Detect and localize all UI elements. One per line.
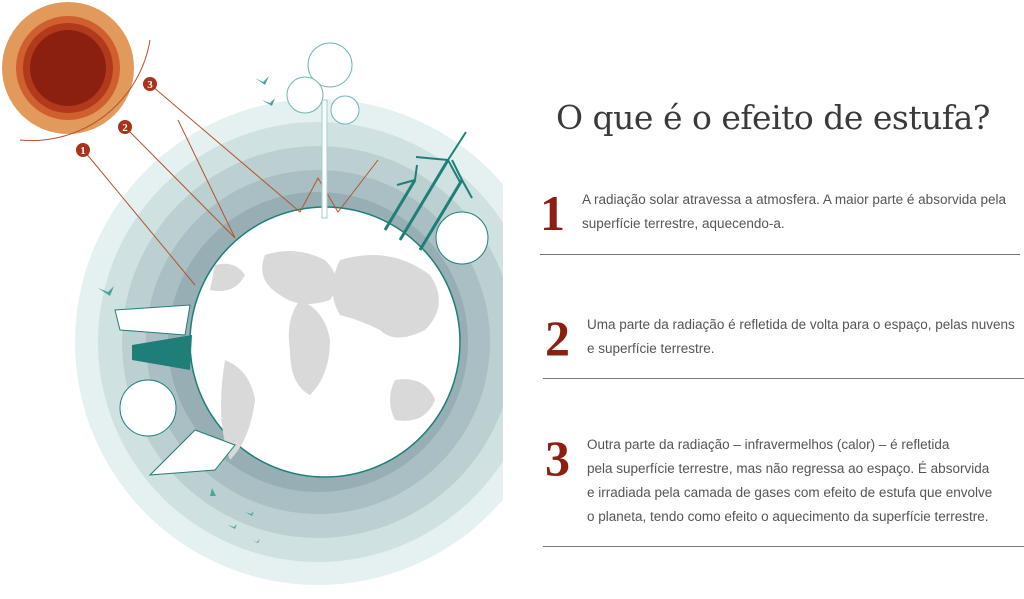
step-line: pela superfície terrestre, mas não regre… <box>587 461 990 476</box>
step-line: Outra parte da radiação – infravermelhos… <box>587 437 950 452</box>
divider <box>540 254 1020 255</box>
step-text: Uma parte da radiação é refletida de vol… <box>587 313 1015 361</box>
step-line: e irradiada pela camada de gases com efe… <box>587 485 993 500</box>
svg-text:3: 3 <box>147 79 153 91</box>
page-title: O que é o efeito de estufa? <box>556 98 990 137</box>
tree-icon <box>286 42 360 219</box>
divider <box>543 378 1024 379</box>
step-number: 2 <box>545 310 570 366</box>
step-text: A radiação solar atravessa a atmosfera. … <box>582 188 1006 236</box>
step-line: e superfície terrestre. <box>587 341 715 356</box>
step-line: o planeta, tendo como efeito o aquecimen… <box>587 509 989 524</box>
divider <box>543 546 1024 547</box>
ray-markers: 1 2 3 <box>76 77 157 157</box>
bushy-tree-icon <box>435 211 489 265</box>
step-line: superfície terrestre, aquecendo-a. <box>582 216 785 231</box>
radiation-rays <box>84 85 379 286</box>
step-text: Outra parte da radiação – infravermelhos… <box>587 433 992 529</box>
globe <box>189 206 461 478</box>
step-number: 1 <box>540 185 565 241</box>
svg-text:2: 2 <box>122 122 128 134</box>
step-line: Uma parte da radiação é refletida de vol… <box>587 317 1015 332</box>
forest-icon <box>114 304 236 476</box>
greenhouse-illustration: 1 2 3 <box>2 2 503 585</box>
step-number: 3 <box>545 430 570 486</box>
birds-icon <box>98 76 275 543</box>
svg-text:1: 1 <box>80 145 86 157</box>
sun <box>2 2 151 142</box>
wind-turbines-icon <box>383 131 473 251</box>
step-line: A radiação solar atravessa a atmosfera. … <box>582 192 1006 207</box>
